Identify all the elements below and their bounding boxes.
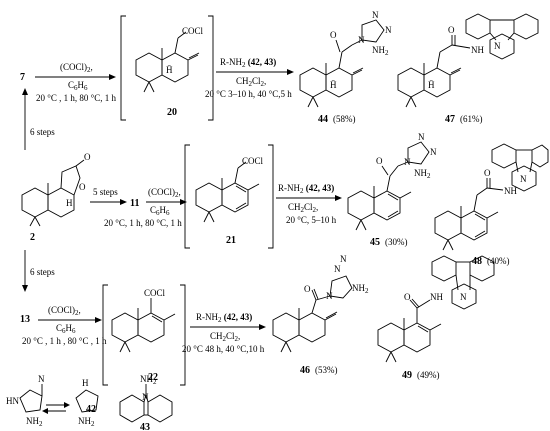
yield-48: (40%) <box>487 256 510 266</box>
yield-49: (49%) <box>417 370 440 380</box>
compound-45-structure <box>347 141 430 231</box>
compound-46-label: 46 <box>300 365 310 376</box>
compound-13-label: 13 <box>20 314 30 325</box>
row3-benzene: C6H6 <box>56 323 76 335</box>
compound-49-label: 49 <box>402 370 412 381</box>
compound-22-structure <box>111 298 176 353</box>
six-steps-bottom: 6 steps <box>30 267 55 277</box>
compound-21-structure <box>195 161 260 223</box>
yield-44: (58%) <box>333 114 356 124</box>
nh2-46: NH2 <box>352 283 369 295</box>
o-44: O <box>330 30 337 40</box>
row3-amine: R-NH2 (42, 43) <box>196 312 252 324</box>
row1-amide-conditions: 20 °C 3–10 h, 40 °C,5 h <box>205 89 292 99</box>
o-49: O <box>404 292 411 302</box>
n-48: N <box>520 174 527 184</box>
compound-43-label: 43 <box>140 422 150 431</box>
compound-48-label: 48 <box>472 256 482 267</box>
yield-46: (53%) <box>315 365 338 375</box>
n-44b: N <box>372 10 379 20</box>
n-44a: N <box>358 35 365 45</box>
row2-benzene: C6H6 <box>150 205 170 217</box>
yield-47: (61%) <box>460 114 483 124</box>
n-46c: N <box>340 254 347 264</box>
compound-21-label: 21 <box>226 235 236 246</box>
compound-47-structure <box>397 13 539 108</box>
compound-42-structure <box>19 384 99 414</box>
compound-20-structure <box>135 31 200 93</box>
o-47: O <box>448 25 455 35</box>
nh2-45: NH2 <box>414 168 431 180</box>
compound-44-label: 44 <box>318 114 328 125</box>
o-45: O <box>376 156 383 166</box>
stereo-h-44: H̄ <box>330 80 337 90</box>
nh2-44: NH2 <box>372 45 389 57</box>
row2-oxalyl: (COCl)2, <box>148 187 181 199</box>
stereo-h-20: H̄ <box>166 65 173 75</box>
compound-2-structure <box>21 159 85 227</box>
six-steps-top: 6 steps <box>30 127 55 137</box>
compound-46-structure <box>272 275 353 353</box>
row1-oxalyl: (COCl)2, <box>60 62 93 74</box>
row2-amine: R-NH2 (42, 43) <box>278 183 334 195</box>
compound-22-label: 22 <box>148 372 158 383</box>
compound-20-label: 20 <box>167 107 177 118</box>
nh2-42a: NH2 <box>26 416 43 428</box>
n-42a: N <box>38 374 45 384</box>
n-44c: N <box>385 25 392 35</box>
row3-conditions: 20 °C , 1 h , 80 °C , 1 h <box>22 336 107 346</box>
o-46: O <box>304 284 311 294</box>
n-46a: N <box>326 291 333 301</box>
stereo-h-2: H <box>66 198 73 208</box>
compound-48-structure <box>434 143 549 251</box>
lactone-carbonyl-o: O <box>84 152 91 162</box>
nh-47: NH <box>471 45 484 55</box>
compound-11-label: 11 <box>130 198 139 209</box>
stereo-h-47: H̄ <box>428 80 435 90</box>
compound-45-label: 45 <box>370 237 380 248</box>
n-45b: N <box>418 132 425 142</box>
compound-43-structure <box>119 384 173 423</box>
lactone-ring-o: O <box>79 182 86 192</box>
n-46b: N <box>334 264 341 274</box>
compound-44-structure <box>299 19 385 108</box>
hn-42: HN <box>6 396 19 406</box>
row1-conditions: 20 °C , 1 h, 80 °C, 1 h <box>36 93 116 103</box>
n-49: N <box>460 292 467 302</box>
compound-7-label: 7 <box>20 72 25 83</box>
nh-48: NH <box>504 186 517 196</box>
cocl-21: COCl <box>242 156 264 166</box>
nh-49: NH <box>430 292 443 302</box>
n-45a: N <box>404 157 411 167</box>
five-steps: 5 steps <box>93 187 118 197</box>
n-47: N <box>494 41 501 51</box>
n-43: N <box>142 392 149 402</box>
compound-2-label: 2 <box>30 232 35 243</box>
nh2-43: NH2 <box>140 374 157 386</box>
row2-conditions: 20 °C, 1 h, 80 °C, 1 h <box>104 218 182 228</box>
compound-42-label: 42 <box>86 404 96 415</box>
cocl-20: COCl <box>182 26 204 36</box>
row1-benzene: C6H6 <box>68 80 88 92</box>
compound-47-label: 47 <box>445 114 455 125</box>
row3-amide-conditions: 20 °C 48 h, 40 °C,10 h <box>182 344 265 354</box>
row2-amide-conditions: 20 °C, 5–10 h <box>286 215 337 225</box>
n-45c: N <box>430 147 437 157</box>
nh2-42b: NH2 <box>78 416 95 428</box>
compound-49-structure <box>377 255 495 363</box>
h-42: H <box>82 378 89 388</box>
row2-dcm: CH2Cl2, <box>288 202 318 214</box>
row1-amine: R-NH2 (42, 43) <box>220 57 276 69</box>
o-48: O <box>484 168 491 178</box>
yield-45: (30%) <box>385 237 408 247</box>
cocl-22: COCl <box>144 288 166 298</box>
row1-dcm: CH2Cl2, <box>236 76 266 88</box>
row3-dcm: CH2Cl2, <box>210 331 240 343</box>
row3-oxalyl: (COCl)2, <box>48 305 81 317</box>
